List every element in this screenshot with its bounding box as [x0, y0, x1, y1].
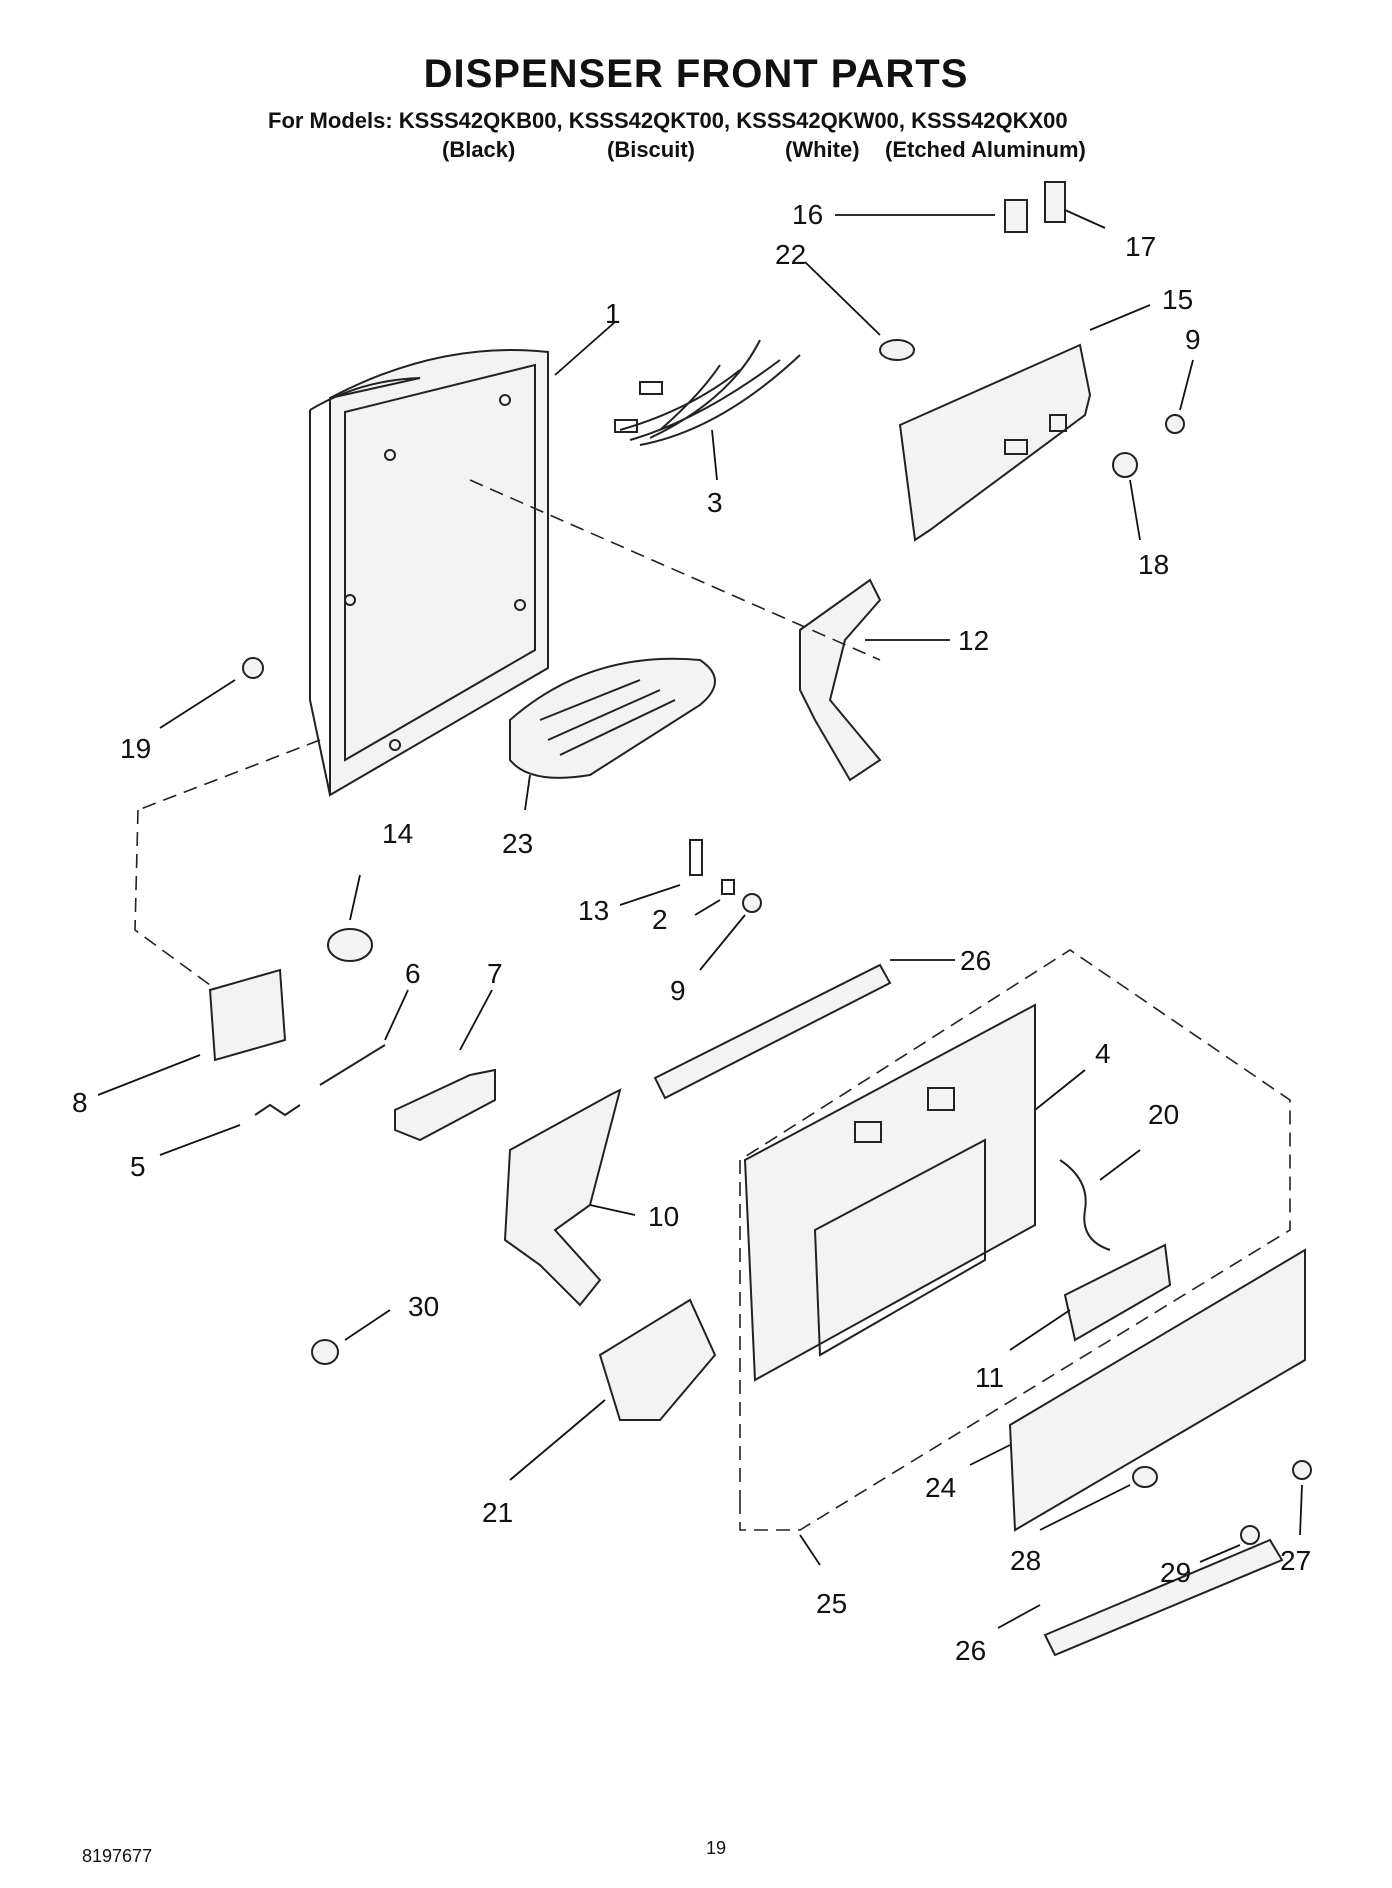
part-rail-bottom	[1043, 1538, 1284, 1657]
part-rail-top	[653, 963, 892, 1100]
callout-27: 27	[1280, 1545, 1311, 1576]
variant-white: (White)	[785, 137, 860, 162]
part-hinge	[394, 1068, 496, 1142]
callout-15: 15	[1162, 284, 1193, 315]
dashed-connector-b	[137, 739, 321, 811]
callout-14: 14	[382, 818, 413, 849]
callout-30: 30	[408, 1291, 439, 1322]
part-paddle	[503, 1088, 622, 1307]
variant-biscuit: (Biscuit)	[607, 137, 695, 162]
document-number: 8197677	[82, 1846, 153, 1866]
callout-28: 28	[1010, 1545, 1041, 1576]
callout-1: 1	[605, 298, 621, 329]
part-screw-9a	[1165, 414, 1185, 434]
page-title: DISPENSER FRONT PARTS	[423, 52, 969, 96]
callout-23: 23	[502, 828, 533, 859]
variant-black: (Black)	[442, 137, 516, 162]
callout-6: 6	[405, 958, 421, 989]
part-front-panel	[743, 1003, 1036, 1382]
callout-24: 24	[925, 1472, 956, 1503]
assembly-25-outline	[739, 949, 1291, 1531]
part-drip-tray	[598, 1298, 717, 1421]
callout-8: 8	[72, 1087, 88, 1118]
callout-16: 16	[792, 199, 823, 230]
part-screw-19	[242, 657, 264, 679]
callout-19: 19	[120, 733, 151, 764]
part-drip-grille	[509, 657, 716, 779]
part-knob	[1112, 452, 1138, 478]
part-rod	[319, 1044, 386, 1086]
variant-etched-aluminum: (Etched Aluminum)	[885, 137, 1086, 162]
callout-9b: 9	[670, 975, 686, 1006]
callout-10: 10	[648, 1201, 679, 1232]
callout-7: 7	[487, 958, 503, 989]
part-bulb	[879, 339, 915, 361]
part-clip	[689, 839, 703, 876]
part-washer	[1132, 1466, 1158, 1488]
callout-4: 4	[1095, 1038, 1111, 1069]
callout-26b: 26	[955, 1635, 986, 1666]
part-control-bracket	[898, 343, 1092, 542]
callout-25: 25	[816, 1588, 847, 1619]
part-motor	[327, 928, 373, 962]
callout-3: 3	[707, 487, 723, 518]
callout-21: 21	[482, 1497, 513, 1528]
part-nut	[311, 1339, 339, 1365]
callout-29: 29	[1160, 1557, 1191, 1588]
callout-26a: 26	[960, 945, 991, 976]
callout-17: 17	[1125, 231, 1156, 262]
part-bracket-small	[721, 879, 735, 895]
part-actuator	[208, 968, 287, 1062]
leader-lines	[97, 209, 1303, 1629]
callout-12: 12	[958, 625, 989, 656]
callout-5: 5	[130, 1151, 146, 1182]
part-screw-27	[1292, 1460, 1312, 1480]
dashed-connector-c	[469, 479, 881, 661]
callout-22: 22	[775, 239, 806, 270]
callout-13: 13	[578, 895, 609, 926]
part-overlay	[1008, 1248, 1306, 1532]
part-wire-harness	[614, 339, 801, 446]
callout-20: 20	[1148, 1099, 1179, 1130]
part-housing	[309, 348, 549, 797]
part-switch	[1004, 199, 1028, 233]
callout-11: 11	[975, 1362, 1004, 1393]
callout-9a: 9	[1185, 324, 1201, 355]
part-plate	[1044, 181, 1066, 223]
part-harness-20	[1059, 1159, 1111, 1251]
callout-18: 18	[1138, 549, 1169, 580]
callout-labels: 1 2 3 4 5 6 7 8 9 9 9 10 11 12 13 14 15 …	[72, 199, 1311, 1666]
page-number: 19	[706, 1838, 727, 1858]
part-spring	[254, 1103, 301, 1117]
part-control-board	[1063, 1243, 1172, 1342]
part-lever-arm	[799, 578, 882, 782]
callout-2: 2	[652, 904, 668, 935]
part-screw-29	[1240, 1525, 1260, 1545]
part-screw-9b	[742, 893, 762, 913]
dashed-connector	[134, 809, 211, 986]
models-line: For Models: KSSS42QKB00, KSSS42QKT00, KS…	[268, 108, 1068, 133]
